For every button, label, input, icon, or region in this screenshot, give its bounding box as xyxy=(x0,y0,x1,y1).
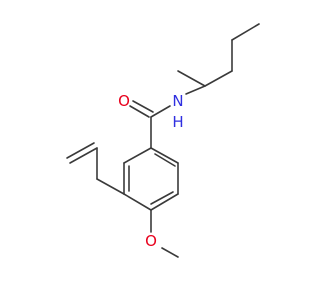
bond-allyl-double-b xyxy=(66,142,95,159)
amide-nitrogen-label: N xyxy=(172,92,183,110)
atom-labels: O N H O xyxy=(118,92,184,250)
bond-ch-to-methyl xyxy=(177,70,206,87)
bond-ring-c6-c1 xyxy=(123,147,152,164)
carbonyl-oxygen-label: O xyxy=(118,92,130,110)
bond-ring-c4-c5 xyxy=(123,193,152,211)
bond-ch2b-to-ch3 xyxy=(231,23,260,41)
bond-carbonyl-double-b xyxy=(132,100,154,113)
bond-allyl-double-a xyxy=(69,147,98,164)
molecule-structure: O N H O xyxy=(66,23,260,258)
bond-n-to-ch xyxy=(185,85,206,95)
methoxy-oxygen-label: O xyxy=(145,232,157,250)
bond-ring-c1-c2-inner xyxy=(154,153,176,167)
bond-ring-c1-c2 xyxy=(150,147,179,164)
bond-ring-c3-c4-inner xyxy=(150,191,174,205)
bonds xyxy=(66,23,260,258)
bond-ring-c3-c4 xyxy=(150,193,179,211)
bond-methoxy-o-to-ch3 xyxy=(161,247,179,258)
bond-carbonyl-to-n xyxy=(150,105,171,118)
bond-ch-to-ch2a xyxy=(204,70,233,87)
bond-ring-to-allyl xyxy=(96,178,125,195)
bond-carbonyl-double-a xyxy=(129,105,150,118)
amide-hydrogen-label: H xyxy=(172,113,183,131)
